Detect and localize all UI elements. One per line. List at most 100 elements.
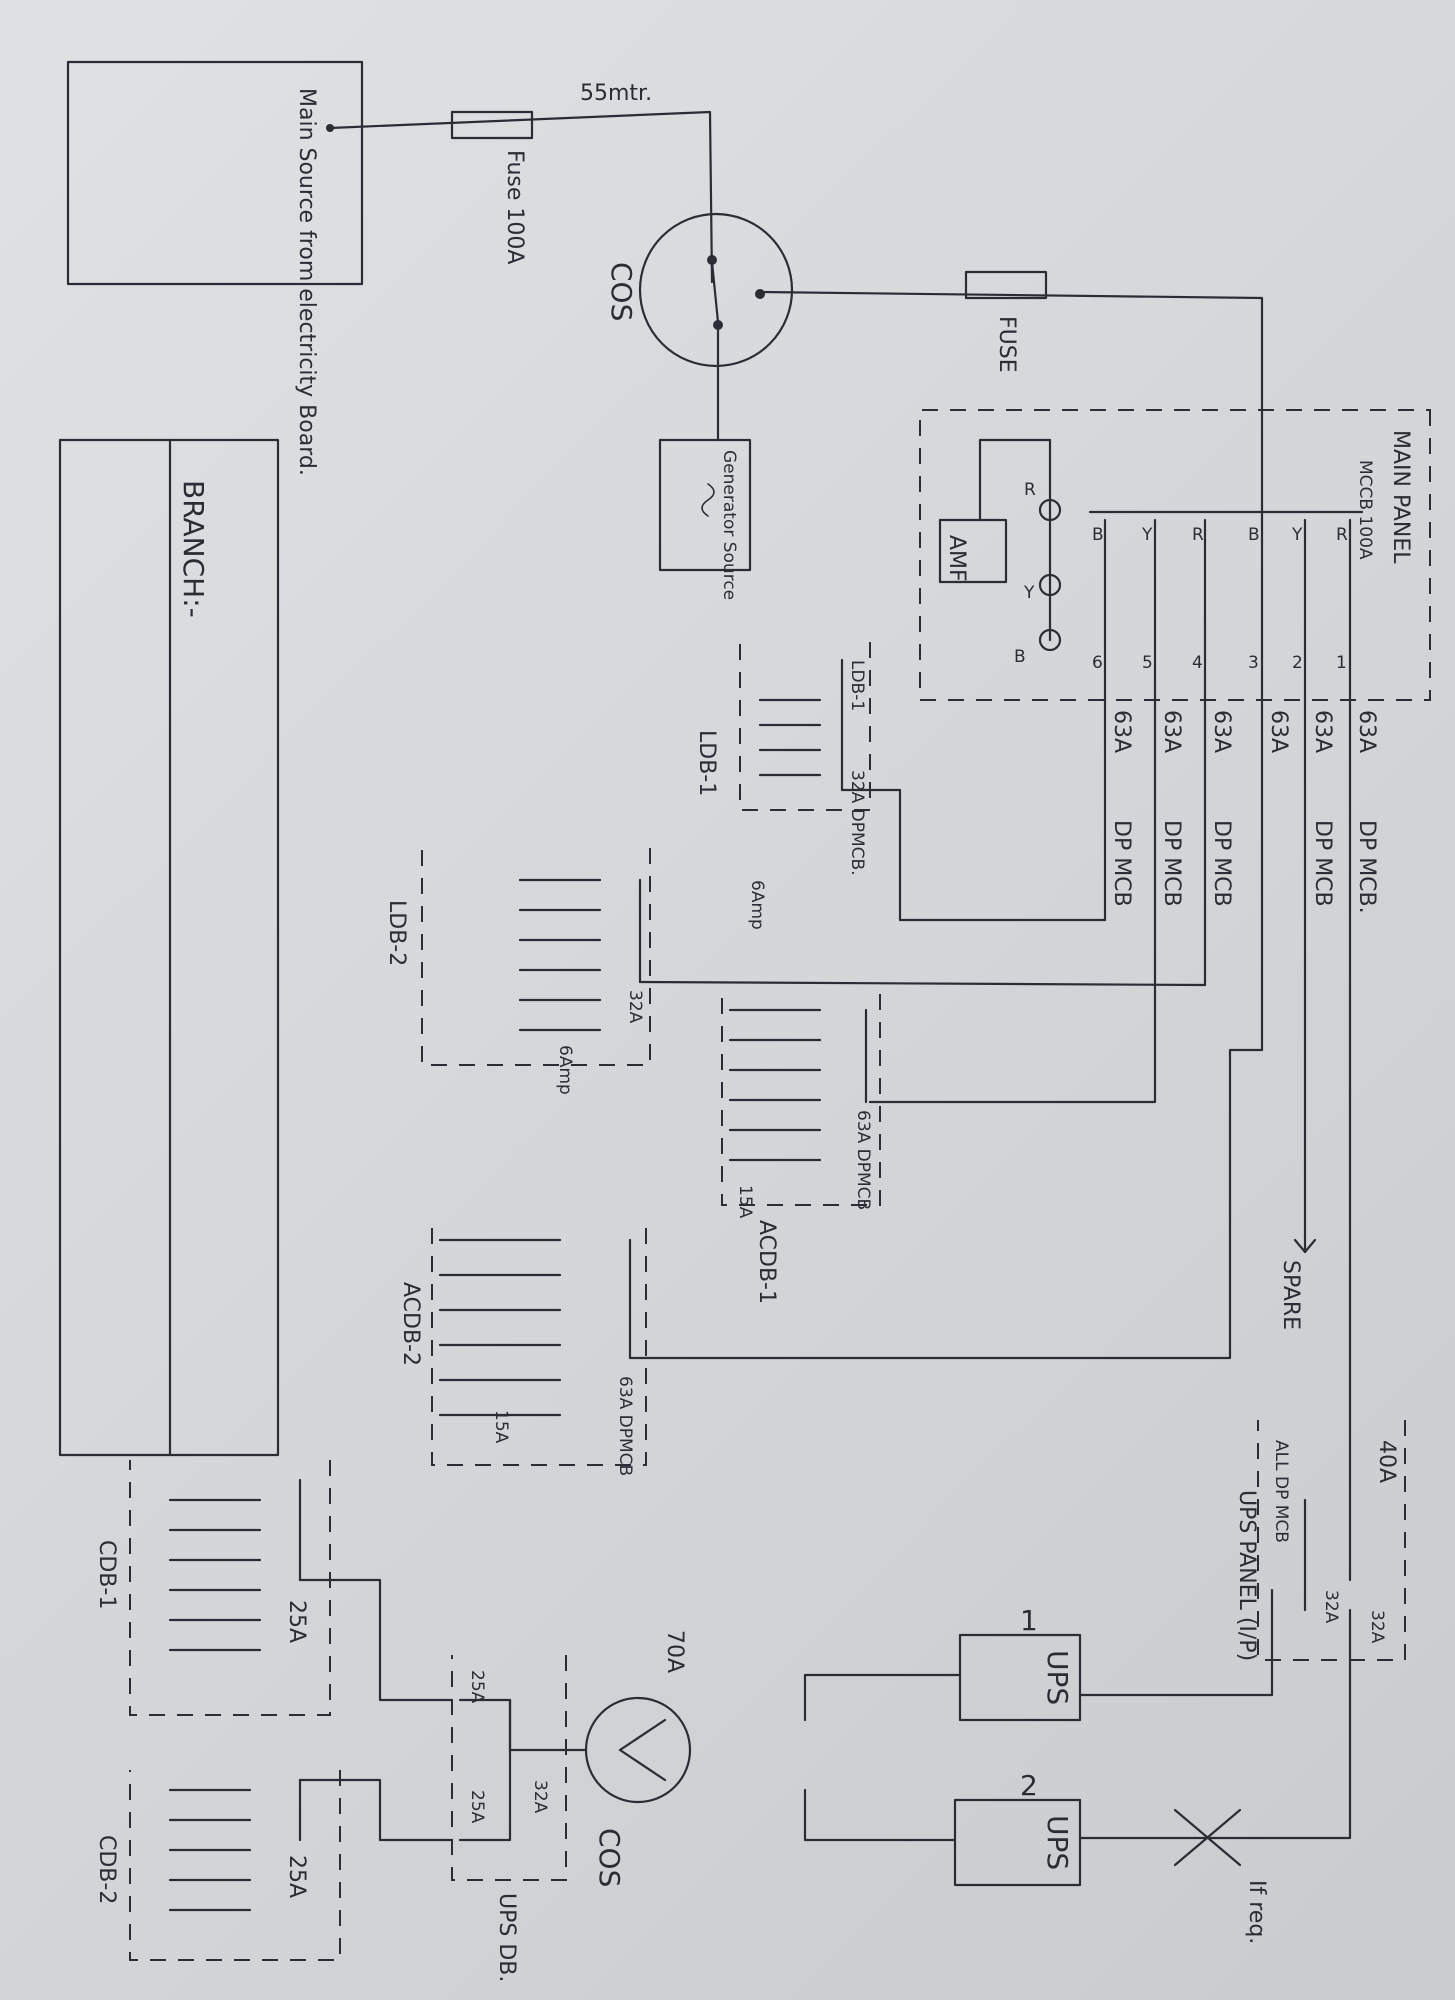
breaker-3-number: 3	[1248, 653, 1259, 673]
cos-2-label: COS	[593, 1828, 626, 1887]
branch-label: BRANCH:-	[177, 480, 210, 618]
amf-box	[938, 518, 1008, 584]
breaker-4-number: 4	[1192, 653, 1203, 673]
cos-1-label: COS	[605, 262, 638, 321]
cdb1-incomer-rating: 25A	[284, 1600, 309, 1643]
cos-to-upsdb-line	[508, 1698, 588, 1752]
ups-panel-subtitle: ALL DP MCB	[1271, 1440, 1291, 1543]
ldb2-box	[421, 848, 651, 1066]
acdb2-title: ACDB-2	[398, 1282, 423, 1366]
cos-to-panel-line	[758, 290, 1264, 442]
ups-to-cos-lines	[803, 1673, 962, 1842]
spare-label: SPARE	[1278, 1260, 1303, 1330]
feeder-4-rating: 63A	[1209, 710, 1234, 753]
incoming-line	[328, 110, 714, 284]
feeder-5-type: DP MCB	[1109, 820, 1134, 907]
acdb1-title: ACDB-1	[754, 1220, 779, 1304]
main-source-label: Main Source from electricity Board.	[294, 88, 319, 476]
ldb2-feeder	[638, 980, 1207, 987]
ups-1-box	[958, 1633, 1082, 1722]
lamp-y-label: Y	[1023, 583, 1035, 603]
generator-label: Generator Source	[719, 450, 739, 600]
feeder-5-rating: 63A	[1159, 710, 1184, 753]
ups-panel-out-1-rating: 32A	[1367, 1610, 1387, 1644]
amf-label: AMF	[944, 535, 969, 582]
ups-db-incomer-rating: 32A	[530, 1780, 550, 1814]
breaker-1-number: 1	[1336, 653, 1347, 673]
ups-panel-out-2-rating: 32A	[1321, 1590, 1341, 1624]
ldb1-incomer-label: LDB-1	[847, 660, 867, 711]
ups-panel-feeder	[1303, 1478, 1352, 1612]
feeder-1-type: DP MCB.	[1354, 820, 1379, 914]
spare-arrow	[1293, 1238, 1317, 1254]
changeover-switch-1	[638, 212, 794, 368]
mccb-label: MCCB 100A	[1355, 460, 1375, 560]
feeder-1-rating: 63A	[1354, 710, 1379, 753]
ups-db-title: UPS DB.	[494, 1893, 519, 1982]
feeder-2-rating: 63A	[1310, 710, 1335, 753]
ldb1-box	[739, 642, 871, 811]
cdb2-feeder	[298, 1778, 454, 1842]
phase-b2-label: B	[1092, 525, 1104, 545]
cdb1-feeder	[298, 1578, 454, 1702]
cdb1-box	[129, 1460, 331, 1716]
changeover-switch-2	[584, 1696, 692, 1804]
fuse-100a	[450, 110, 534, 140]
acdb1-incomer-rating: 63A DPMCB	[853, 1110, 873, 1210]
ups-panel-box	[1257, 1420, 1406, 1661]
cdb2-incomer-rating: 25A	[284, 1855, 309, 1898]
ldb1-outgoing-rating: 6Amp	[747, 880, 767, 930]
indicator-lamps	[978, 438, 1062, 652]
lamp-r-label: R	[1024, 480, 1036, 500]
feeder-6-rating: 63A	[1109, 710, 1134, 753]
phase-r2-label: R	[1192, 525, 1204, 545]
cdb2-title: CDB-2	[94, 1835, 119, 1904]
fuse-2	[964, 270, 1048, 300]
panel-outgoing-feeders	[1103, 698, 1352, 1482]
feeder-4-type: DP MCB	[1159, 820, 1184, 907]
ups-2-number: 2	[1020, 1769, 1038, 1802]
breaker-2-number: 2	[1292, 653, 1303, 673]
ups-2-box	[953, 1798, 1082, 1887]
main-panel-box: MAIN PANEL	[919, 409, 1431, 701]
feeder-2-type: DP MCB	[1310, 820, 1335, 907]
ups-db-out-2-rating: 25A	[467, 1790, 487, 1824]
ups-1-label: UPS	[1041, 1650, 1074, 1705]
phase-busbars	[1088, 510, 1364, 702]
breaker-6-number: 6	[1092, 653, 1103, 673]
if-req-cross	[1173, 1808, 1242, 1867]
length-label: 55mtr.	[580, 81, 652, 106]
ups1-input-line	[1078, 1588, 1274, 1697]
phase-r-label: R	[1336, 525, 1348, 545]
phase-b-label: B	[1248, 525, 1260, 545]
ups2-input-line	[1078, 1608, 1352, 1840]
phase-y2-label: Y	[1141, 525, 1153, 545]
acdb2-outgoing-rating: 15A	[491, 1410, 511, 1444]
ldb1-feeder	[840, 788, 1107, 922]
fuse-2-label: FUSE	[994, 316, 1019, 373]
acdb2-feeder	[628, 1048, 1264, 1360]
fuse-100a-label: Fuse 100A	[502, 150, 527, 264]
ldb1-title: LDB-1	[694, 730, 719, 796]
feeder-3-type: DP MCB	[1209, 820, 1234, 907]
feeder-3-rating: 63A	[1266, 710, 1291, 753]
ups-panel-incomer-rating: 40A	[1374, 1440, 1399, 1483]
ups-panel-title: UPS PANEL (I/P)	[1234, 1490, 1259, 1661]
ups-db-out-1-rating: 25A	[467, 1670, 487, 1704]
if-req-label: If req.	[1244, 1880, 1269, 1944]
ups-db-box	[451, 1655, 567, 1881]
cdb1-title: CDB-1	[94, 1540, 119, 1609]
lamp-b-label: B	[1014, 647, 1026, 667]
ldb2-title: LDB-2	[384, 900, 409, 966]
phase-y-label: Y	[1291, 525, 1303, 545]
ldb1-rating: 32A DPMCB.	[847, 770, 867, 876]
acdb1-feeder	[868, 968, 1157, 1104]
generator-box	[658, 438, 752, 572]
branch-box: BRANCH:-	[58, 438, 280, 1457]
main-source-box: Main Source from electricity Board.	[66, 60, 364, 476]
cos-2-rating: 70A	[662, 1630, 687, 1673]
cdb2-box	[129, 1770, 341, 1961]
acdb2-box	[431, 1228, 647, 1466]
